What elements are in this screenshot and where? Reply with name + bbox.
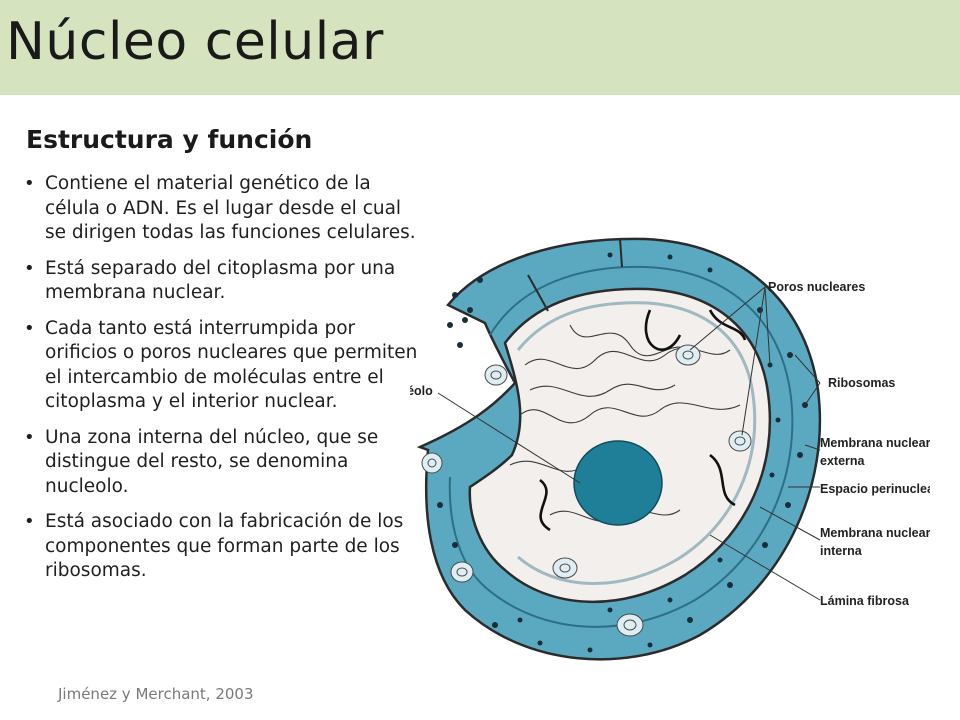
label-nucleolo: Nucléolo xyxy=(410,384,433,398)
nucleolus xyxy=(573,440,663,526)
bullet-list: Contiene el material genético de la célu… xyxy=(20,172,420,595)
bullet-item: Contiene el material genético de la célu… xyxy=(20,172,420,246)
label-membrana-externa-2: externa xyxy=(820,454,866,468)
nuclear-pore-icon xyxy=(421,344,752,637)
nucleus-diagram: Poros nucleares Ribosomas Membrana nucle… xyxy=(410,237,930,661)
page-title: Núcleo celular xyxy=(6,12,384,72)
label-membrana-interna-2: interna xyxy=(820,544,863,558)
label-ribosomas: Ribosomas xyxy=(828,376,895,390)
title-bar: Núcleo celular xyxy=(0,0,960,95)
label-lamina-fibrosa: Lámina fibrosa xyxy=(820,594,910,608)
bullet-item: Una zona interna del núcleo, que se dist… xyxy=(20,426,420,500)
bullet-item: Está asociado con la fabricación de los … xyxy=(20,510,420,584)
label-membrana-externa: Membrana nuclear xyxy=(820,436,930,450)
lamina-fibrosa xyxy=(516,301,757,585)
bullet-item: Está separado del citoplasma por una mem… xyxy=(20,257,420,306)
perinuclear-space xyxy=(448,265,794,628)
label-espacio-perinuclear: Espacio perinuclear xyxy=(820,482,930,496)
citation: Jiménez y Merchant, 2003 xyxy=(58,685,254,703)
label-poros-nucleares: Poros nucleares xyxy=(768,280,865,294)
label-membrana-interna: Membrana nuclear xyxy=(820,526,930,540)
section-subtitle: Estructura y función xyxy=(26,125,313,154)
bullet-item: Cada tanto está interrumpida por orifici… xyxy=(20,317,420,415)
